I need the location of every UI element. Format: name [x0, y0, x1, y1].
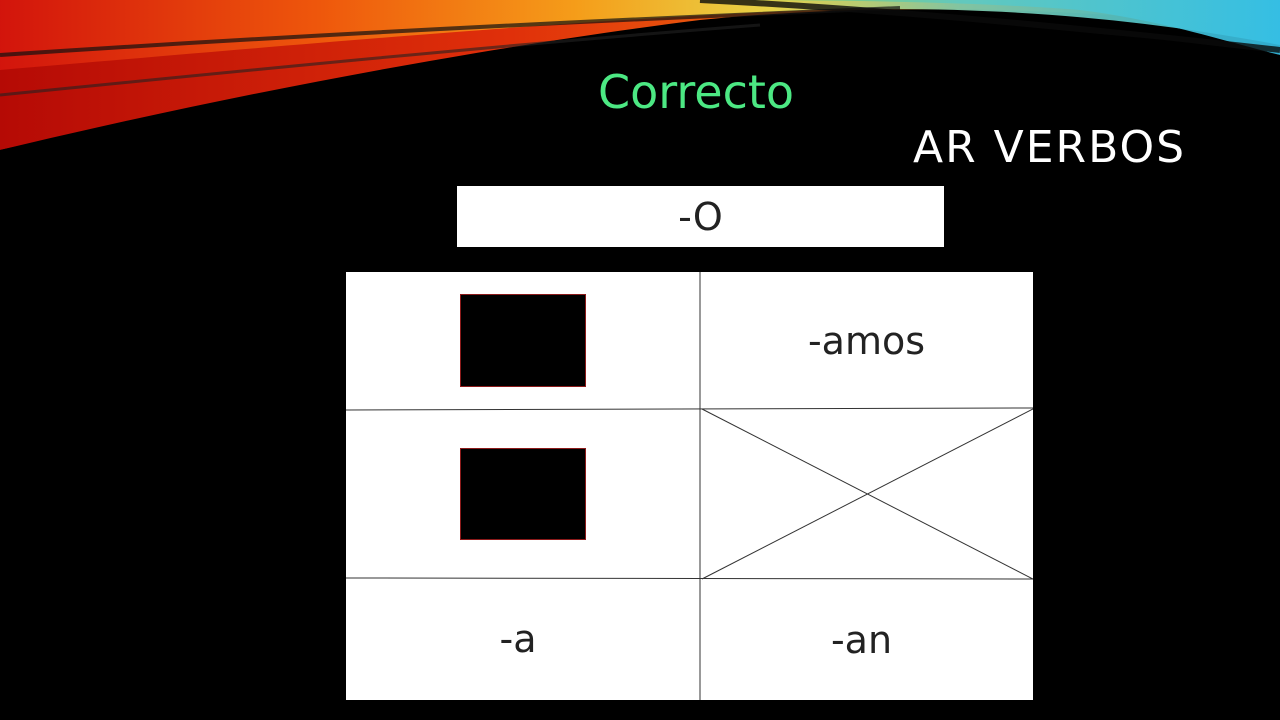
- swoosh-streak-1: [0, 6, 901, 57]
- ending-el-ella: -a: [499, 617, 537, 661]
- swoosh-band-cool: [640, 0, 1280, 55]
- table-row-divider-1: [346, 407, 1033, 411]
- table-row-divider-2: [346, 577, 1033, 580]
- table-cell-r3-right: -an: [700, 579, 1033, 700]
- swoosh-band-upper: [0, 0, 1280, 70]
- table-grid-lines: [346, 272, 1033, 700]
- conjugation-table: -amos -a -an: [346, 272, 1033, 700]
- table-cell-r2-right-crossed: [700, 409, 1033, 579]
- table-cell-r3-left: -a: [346, 578, 700, 700]
- yo-ending-text: -O: [678, 194, 723, 239]
- hidden-answer-box-1[interactable]: [460, 294, 586, 387]
- table-cell-r1-right: -amos: [700, 272, 1033, 409]
- yo-ending-box: -O: [457, 186, 944, 247]
- correct-feedback-label: Correcto: [598, 65, 795, 119]
- slide-title: AR VERBOS: [913, 122, 1187, 173]
- ending-ellos-ellas: -an: [830, 617, 893, 662]
- decorative-swoosh-banner: [0, 0, 1280, 160]
- swoosh-streak-2: [0, 23, 761, 97]
- hidden-answer-box-2[interactable]: [460, 448, 586, 540]
- swoosh-streak-3: [699, 0, 1280, 53]
- crossed-cell-line-2: [701, 408, 1033, 580]
- ending-nosotros: -amos: [807, 318, 926, 363]
- swoosh-lower-edge: [0, 26, 1280, 160]
